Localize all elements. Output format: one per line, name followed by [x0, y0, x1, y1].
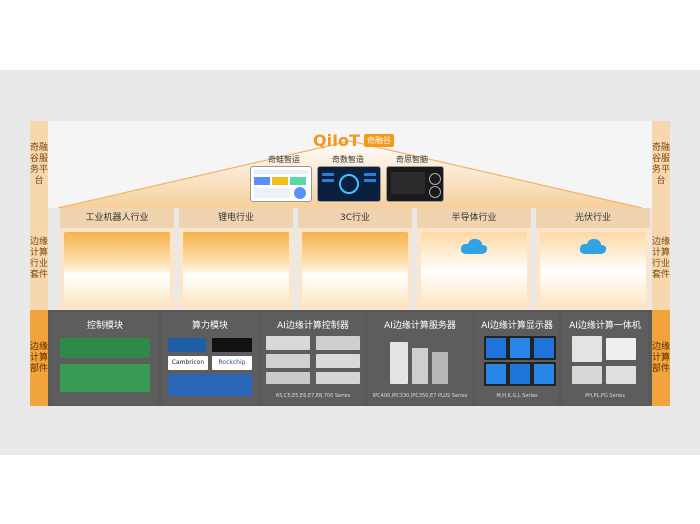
- hw-title: 控制模块: [86, 321, 123, 331]
- platform-product-1: 奇蛙智运: [268, 155, 300, 164]
- industry-3c: 3C行业: [298, 208, 412, 310]
- hw-title: AI边缘计算服务器: [384, 321, 456, 331]
- industry-image: [302, 232, 408, 304]
- industry-image: [64, 232, 170, 304]
- device-image: [412, 348, 428, 384]
- logo-mark: QiIoT: [313, 131, 360, 150]
- hw-title: AI边缘计算显示器: [481, 321, 553, 331]
- platform-screen-3: [386, 166, 444, 202]
- display-image: [484, 336, 508, 360]
- display-image: [532, 336, 556, 360]
- industry-title: 光伏行业: [536, 208, 650, 228]
- hw-ai-all-in-one: AI边缘计算一体机 PH,PL,PG Series: [562, 312, 648, 405]
- device-image: [432, 352, 448, 384]
- hw-ai-server: AI边缘计算服务器 IPC400,IPC330,IPC350,E7 PLUS S…: [368, 312, 472, 405]
- board-image: [60, 364, 150, 392]
- left-label-hardware: 边缘计算部件: [30, 310, 48, 406]
- right-label-platform: 奇融谷服务平台: [652, 121, 670, 208]
- hw-series: M,H,K,G,L Series: [496, 393, 538, 399]
- device-image: [390, 342, 408, 384]
- brand-logo: Cambricon: [168, 356, 208, 370]
- industry-title: 工业机器人行业: [60, 208, 174, 228]
- platform-screen-2: [317, 166, 381, 202]
- device-image: [316, 372, 360, 384]
- hw-control-module: 控制模块: [52, 312, 158, 405]
- hw-series: PH,PL,PG Series: [585, 393, 625, 399]
- display-image: [508, 336, 532, 360]
- industry-image: [540, 232, 646, 304]
- left-label-platform: 奇融谷服务平台: [30, 121, 48, 208]
- board-image: [60, 338, 150, 358]
- platform-screen-1: [250, 166, 312, 202]
- device-image: [606, 338, 636, 360]
- industry-image: [421, 232, 527, 304]
- industry-semiconductor: 半导体行业: [417, 208, 531, 310]
- hw-ai-controller: AI边缘计算控制器 A5,C5,E5,E6,E7,E8,700 Series: [262, 312, 364, 405]
- right-label-industry: 边缘计算行业套件: [652, 208, 670, 310]
- module-image: [168, 338, 206, 352]
- device-image: [266, 336, 310, 350]
- device-image: [572, 336, 602, 362]
- hw-compute-module: 算力模块 Cambricon Rockchip: [162, 312, 258, 405]
- industry-title: 锂电行业: [179, 208, 293, 228]
- cloud-icon: [460, 238, 488, 254]
- logo-cn: 奇融谷: [363, 134, 394, 147]
- device-image: [316, 354, 360, 368]
- cloud-icon: [579, 238, 607, 254]
- industry-robot: 工业机器人行业: [60, 208, 174, 310]
- module-image: [212, 338, 252, 352]
- device-image: [266, 354, 310, 368]
- left-label-industry: 边缘计算行业套件: [30, 208, 48, 310]
- hw-title: AI边缘计算控制器: [277, 321, 349, 331]
- hw-ai-display: AI边缘计算显示器 M,H,K,G,L Series: [476, 312, 558, 405]
- module-image: [168, 374, 252, 396]
- hw-title: 算力模块: [191, 321, 228, 331]
- platform-product-3: 奇思智脑: [396, 155, 428, 164]
- right-label-hardware: 边缘计算部件: [652, 310, 670, 406]
- industry-title: 半导体行业: [417, 208, 531, 228]
- platform-product-2: 奇数智造: [332, 155, 364, 164]
- hw-series: IPC400,IPC330,IPC350,E7 PLUS Series: [372, 393, 468, 399]
- hw-series: A5,C5,E5,E6,E7,E8,700 Series: [275, 393, 351, 399]
- brand-logo: Rockchip: [212, 356, 252, 370]
- display-image: [532, 362, 556, 386]
- hw-title: AI边缘计算一体机: [569, 321, 641, 331]
- device-image: [606, 366, 636, 384]
- device-image: [316, 336, 360, 350]
- display-image: [508, 362, 532, 386]
- qiiot-logo: QiIoT 奇融谷: [313, 131, 394, 150]
- industry-title: 3C行业: [298, 208, 412, 228]
- industry-photovoltaic: 光伏行业: [536, 208, 650, 310]
- device-image: [572, 366, 602, 384]
- device-image: [266, 372, 310, 384]
- industry-lithium: 锂电行业: [179, 208, 293, 310]
- industry-image: [183, 232, 289, 304]
- display-image: [484, 362, 508, 386]
